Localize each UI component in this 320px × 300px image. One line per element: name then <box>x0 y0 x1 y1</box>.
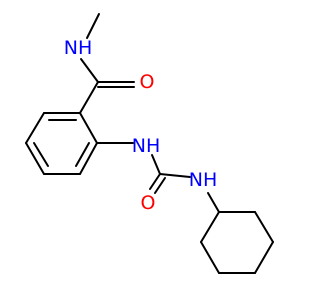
aniline-nh-label: NH <box>132 135 161 157</box>
cyclohexane-bond-5 <box>200 241 220 274</box>
chemical-structure: NH O NH O NH <box>25 13 274 274</box>
bond-nh-carbonyl-c <box>80 58 99 83</box>
ring-bond-6 <box>79 112 98 144</box>
bond-urea-co-b <box>154 177 166 194</box>
ring-inner-3 <box>75 142 90 167</box>
cyclohexane-bond-6 <box>200 211 220 243</box>
ring-bond-5 <box>79 142 98 175</box>
bond-urea-c-nh <box>159 173 191 178</box>
amide-oxygen-label: O <box>140 71 155 93</box>
amide-nh-label: NH <box>64 37 93 59</box>
cyclohexane-bond-2 <box>254 211 274 243</box>
urea-oxygen-label: O <box>141 192 156 214</box>
bond-carbonyl-ring <box>79 81 99 114</box>
urea-nh-label: NH <box>189 169 218 191</box>
cyclohexane-bond-3 <box>254 241 274 274</box>
bond-methyl-n <box>86 13 100 39</box>
ring-bond-2 <box>25 112 45 144</box>
ring-inner-2 <box>33 142 49 167</box>
bond-urea-co-a <box>149 173 161 190</box>
bond-nh-cyclohexyl <box>207 192 220 213</box>
bond-nh-urea-c <box>151 154 161 175</box>
ring-bond-3 <box>25 142 45 175</box>
